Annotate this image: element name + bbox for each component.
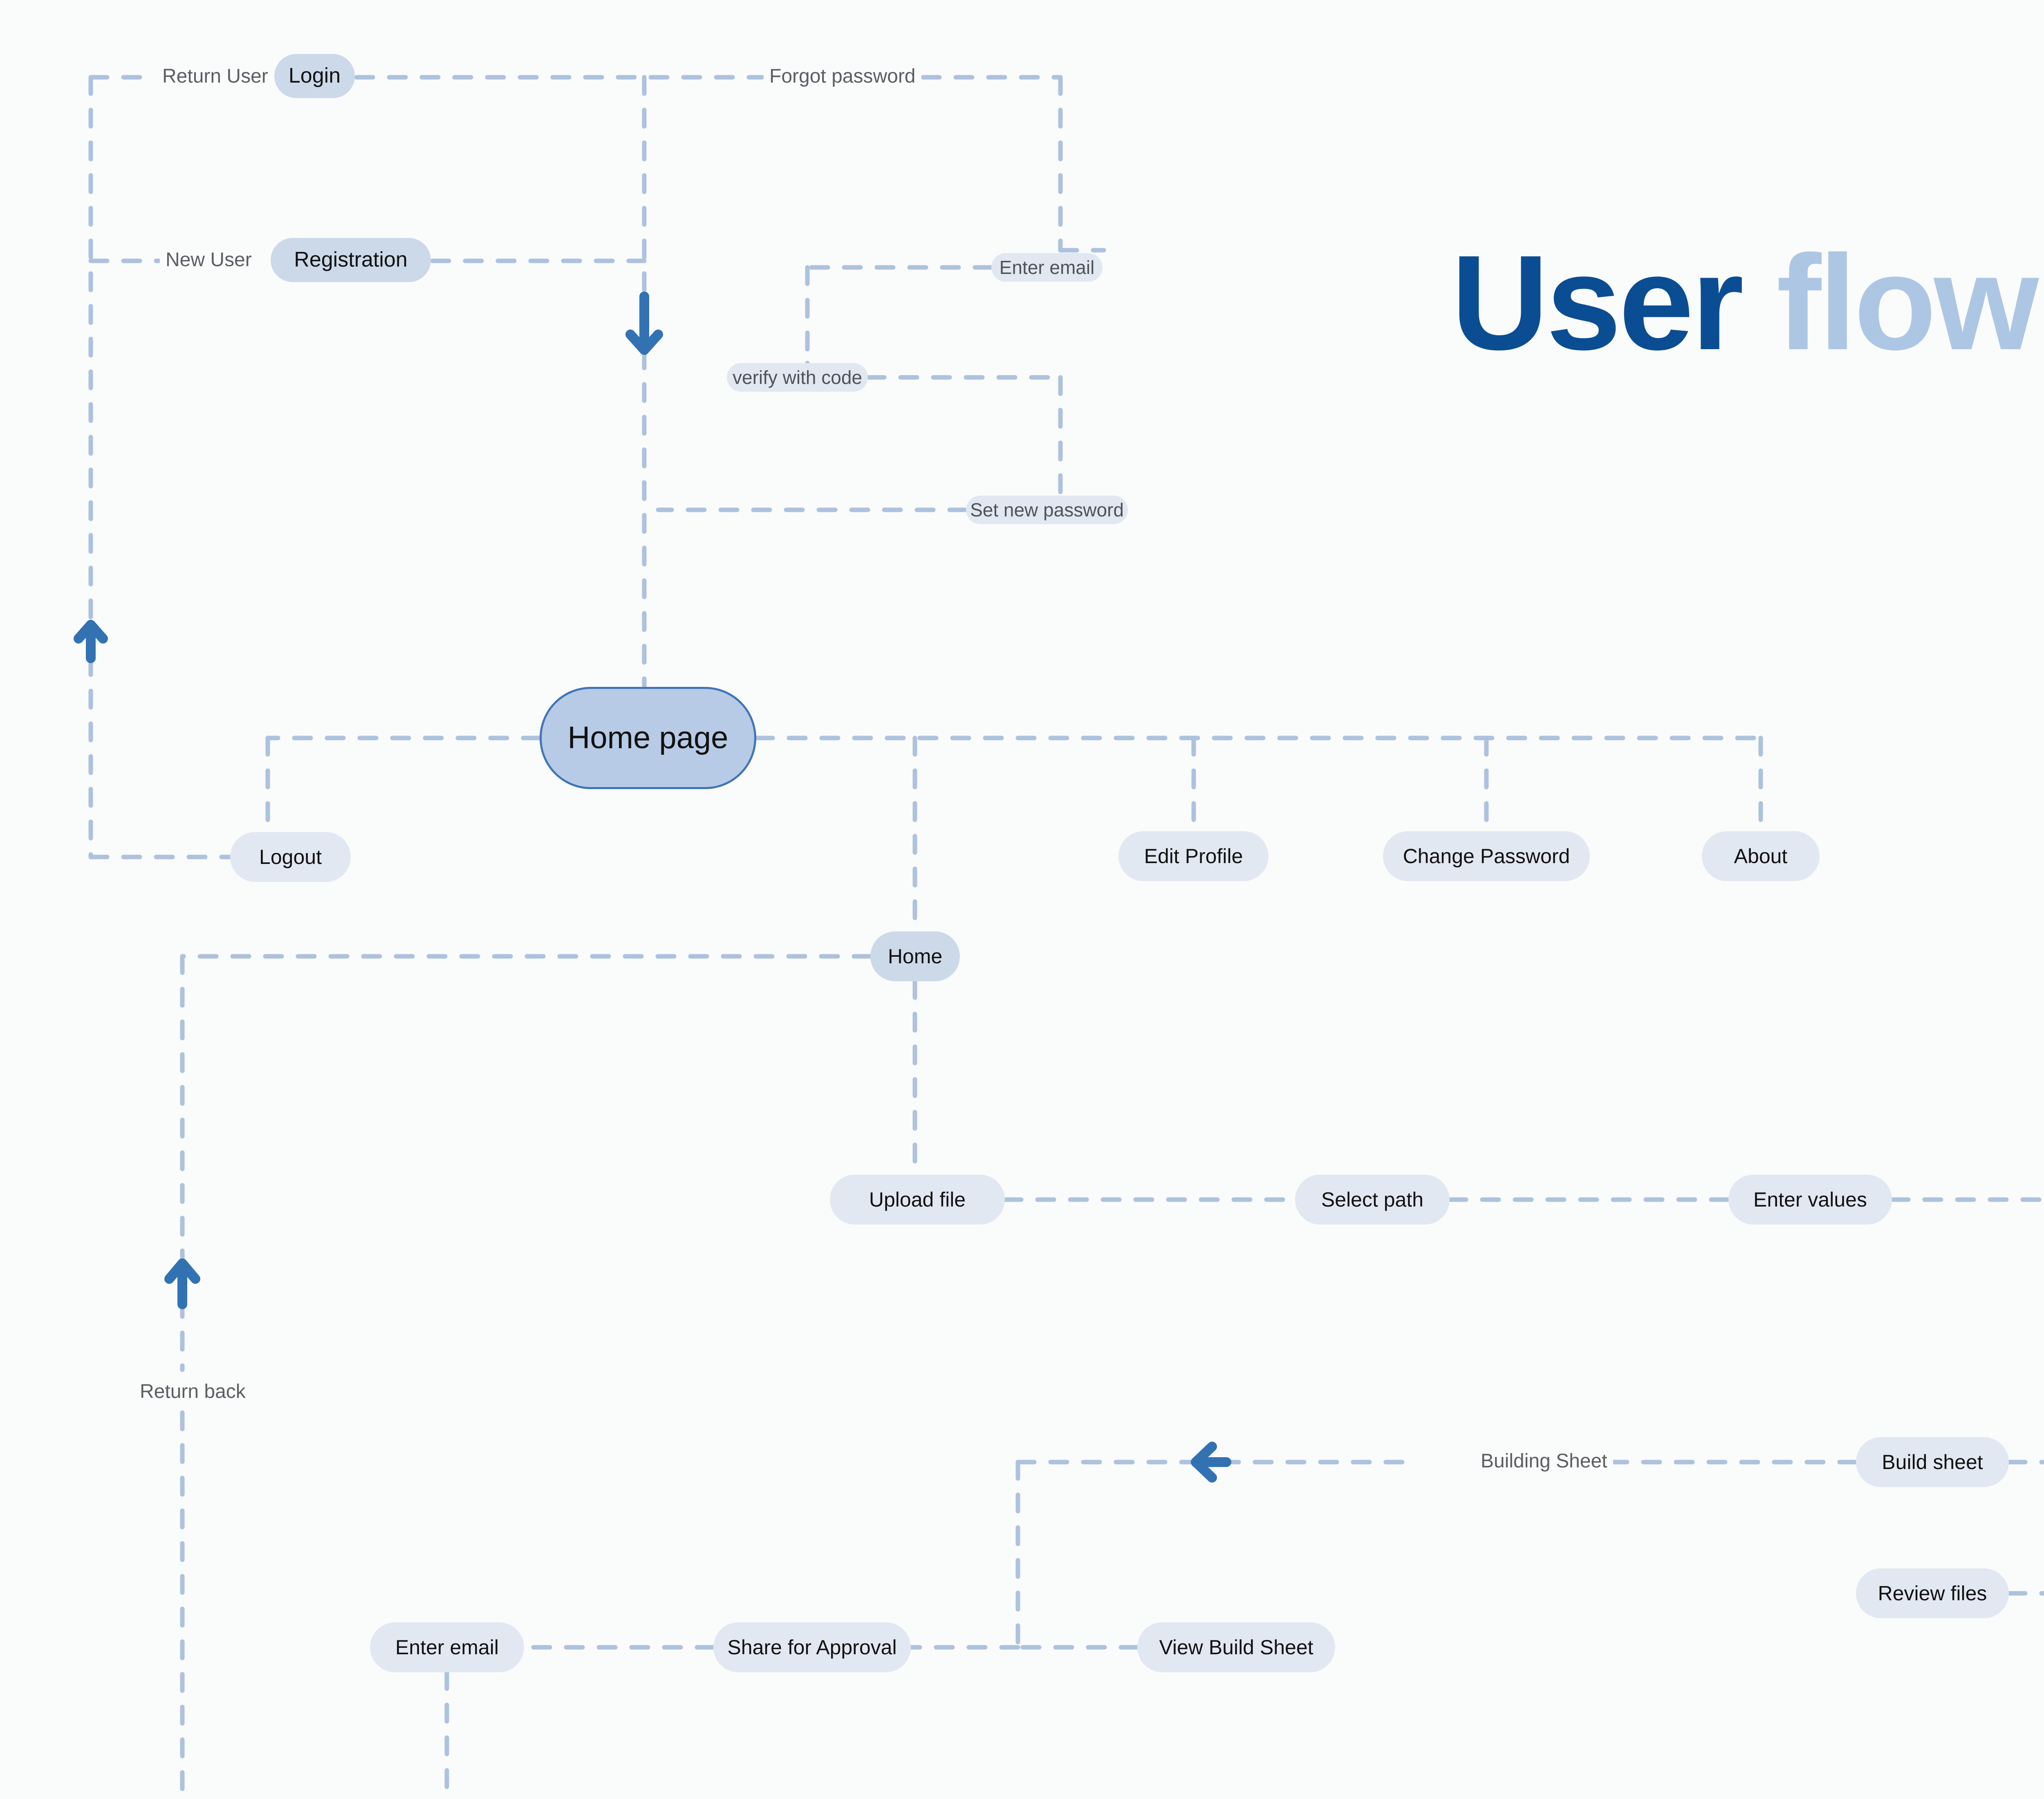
- arrow-down-login-to-home-icon: [625, 292, 663, 355]
- node-home[interactable]: Home: [870, 931, 960, 981]
- arrow-left-building-sheet-icon: [1191, 1442, 1231, 1483]
- edge-label-new-user: New User: [160, 250, 258, 270]
- node-enter-email-share[interactable]: Enter email: [370, 1622, 524, 1672]
- node-enter-email-share-label: Enter email: [395, 1635, 499, 1659]
- edge-label-return-back: Return back: [134, 1382, 251, 1402]
- node-verify-with-code-label: verify with code: [732, 366, 862, 388]
- node-home-label: Home: [888, 944, 943, 968]
- node-edit-profile-label: Edit Profile: [1144, 844, 1243, 868]
- node-login[interactable]: Login: [274, 54, 355, 98]
- page-title: User flow: [1451, 235, 2039, 370]
- page-title-part1: User: [1451, 227, 1744, 378]
- node-home-page[interactable]: Home page: [540, 687, 756, 789]
- node-change-password[interactable]: Change Password: [1383, 831, 1590, 881]
- node-login-label: Login: [288, 64, 341, 88]
- node-registration-label: Registration: [294, 248, 408, 272]
- node-change-password-label: Change Password: [1403, 844, 1570, 868]
- node-upload-file[interactable]: Upload file: [830, 1175, 1005, 1225]
- node-registration[interactable]: Registration: [271, 238, 431, 282]
- node-logout-label: Logout: [259, 845, 322, 868]
- node-enter-email-reset[interactable]: Enter email: [991, 253, 1103, 282]
- node-build-sheet-label: Build sheet: [1882, 1450, 1983, 1474]
- node-select-path[interactable]: Select path: [1295, 1175, 1450, 1225]
- node-enter-values[interactable]: Enter values: [1728, 1175, 1892, 1225]
- node-edit-profile[interactable]: Edit Profile: [1118, 831, 1269, 881]
- arrow-up-return-back-icon: [164, 1258, 200, 1309]
- page-title-part2: flow: [1776, 227, 2039, 378]
- node-review-files[interactable]: Review files: [1856, 1568, 2009, 1618]
- node-view-build-sheet-label: View Build Sheet: [1159, 1635, 1313, 1659]
- node-share-for-approval-label: Share for Approval: [727, 1635, 897, 1659]
- edge-label-building-sheet: Building Sheet: [1475, 1451, 1613, 1471]
- arrow-up-logout-to-login-icon: [74, 620, 108, 663]
- edge-label-return-user: Return User: [157, 67, 274, 86]
- node-about-label: About: [1734, 844, 1788, 868]
- edge-label-forgot-password: Forgot password: [764, 67, 921, 86]
- node-set-new-password-label: Set new password: [970, 499, 1124, 520]
- node-verify-with-code[interactable]: verify with code: [727, 363, 868, 392]
- node-view-build-sheet[interactable]: View Build Sheet: [1137, 1622, 1335, 1672]
- node-upload-file-label: Upload file: [869, 1188, 966, 1211]
- node-set-new-password[interactable]: Set new password: [966, 496, 1128, 524]
- node-build-sheet[interactable]: Build sheet: [1856, 1437, 2009, 1487]
- node-review-files-label: Review files: [1878, 1581, 1987, 1605]
- node-logout[interactable]: Logout: [230, 832, 351, 882]
- node-about[interactable]: About: [1702, 831, 1820, 881]
- node-enter-email-reset-label: Enter email: [999, 256, 1095, 278]
- node-home-page-label: Home page: [567, 720, 728, 756]
- node-select-path-label: Select path: [1321, 1188, 1424, 1211]
- node-share-for-approval[interactable]: Share for Approval: [713, 1622, 911, 1672]
- node-enter-values-label: Enter values: [1753, 1188, 1867, 1211]
